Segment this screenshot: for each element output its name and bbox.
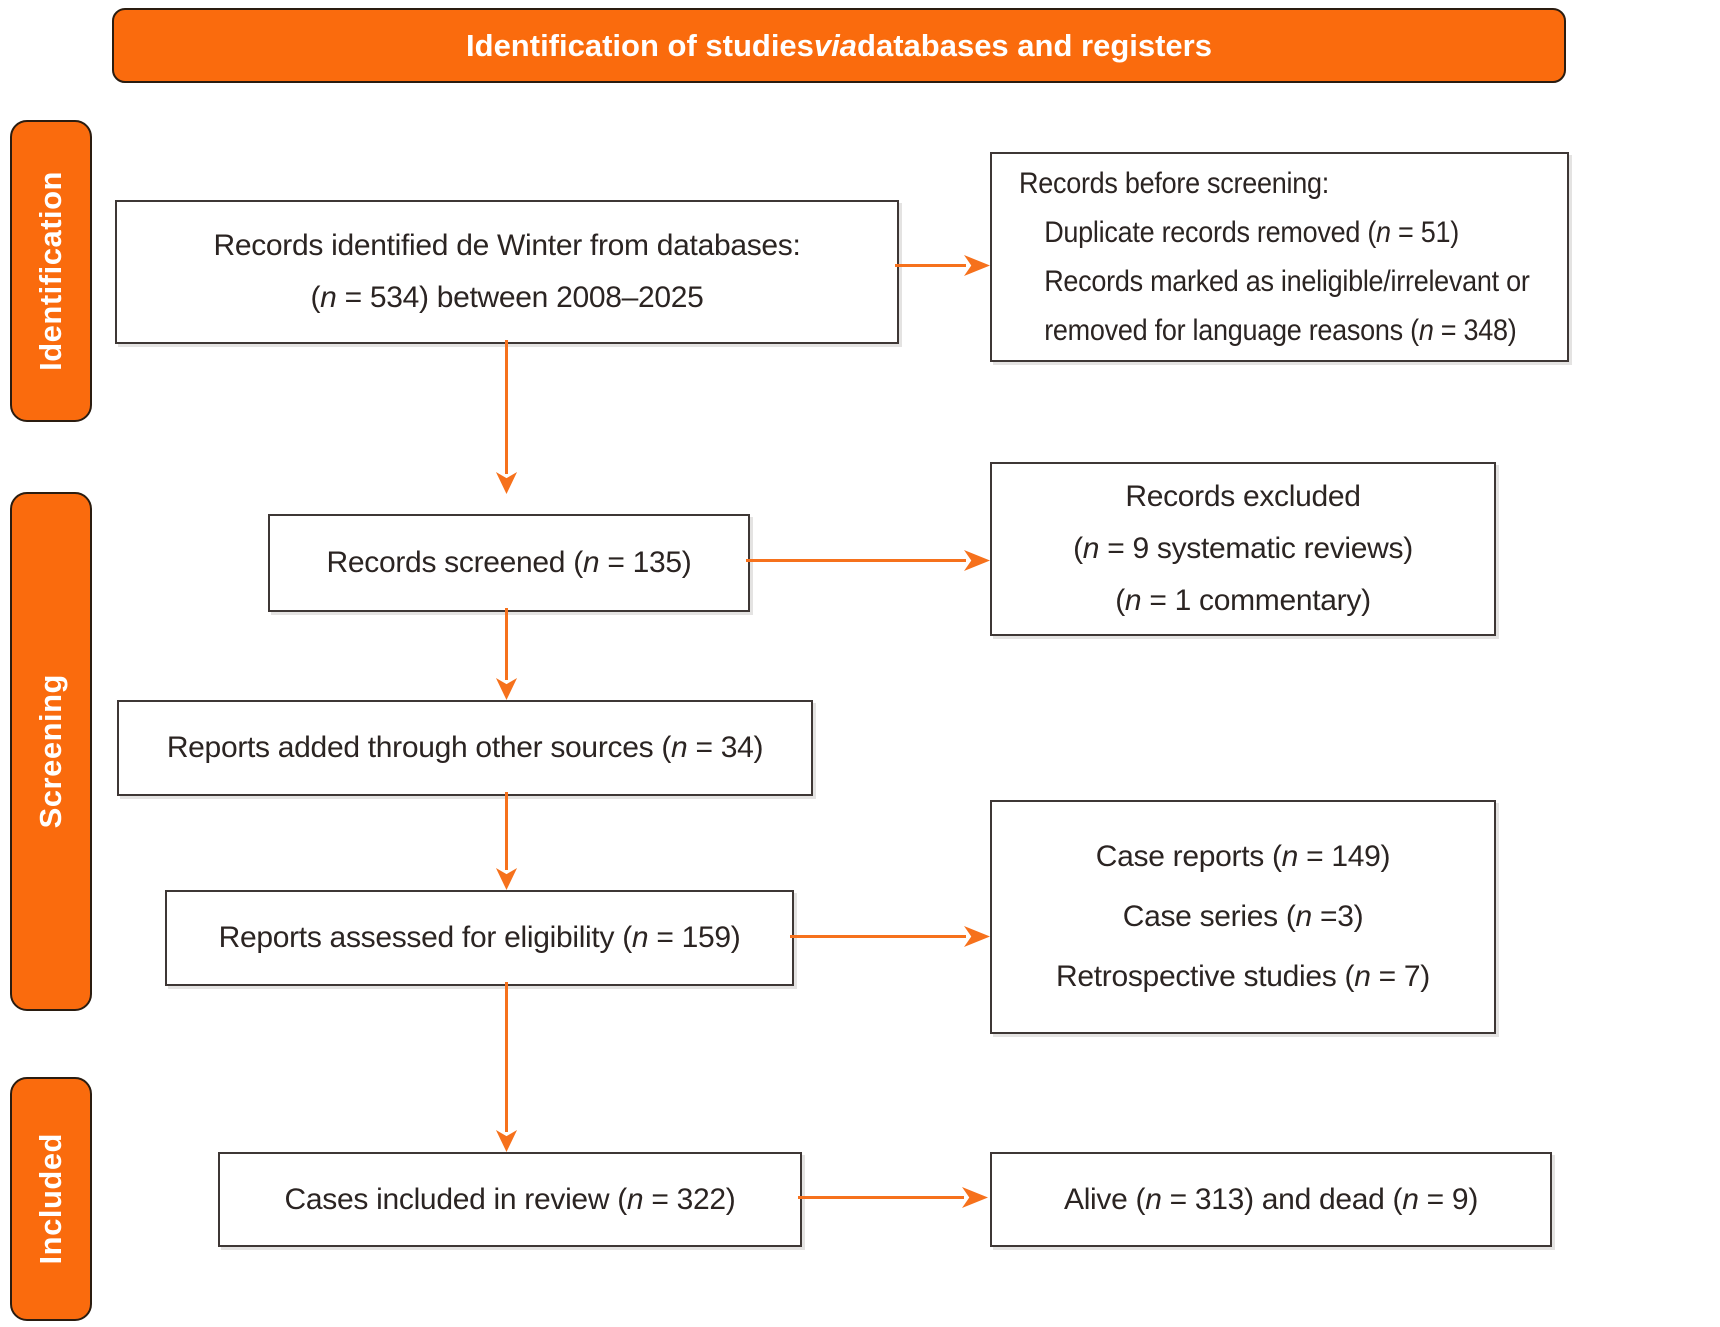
records-excluded-line-3: (n = 1 commentary) (1115, 584, 1371, 617)
banner-title-post: databases and registers (857, 27, 1212, 63)
excluded-types-line-2: Case series (n =3) (1122, 900, 1364, 933)
stage-label-identification: Identification (10, 120, 92, 422)
before-screening-line-3: Records marked as ineligible/irrelevant … (1044, 265, 1530, 298)
box-cases-included: Cases included in review (n = 322) (218, 1152, 802, 1247)
banner-title-pre: Identification of studies (466, 27, 814, 63)
box-records-before-screening: Records before screening: Duplicate reco… (990, 152, 1569, 362)
records-excluded-line-2: (n = 9 systematic reviews) (1073, 532, 1413, 565)
records-screened-line: Records screened (n = 135) (326, 546, 692, 579)
arrow-screened-to-other-sources (505, 608, 508, 680)
before-screening-line-2: Duplicate records removed (n = 51) (1044, 216, 1459, 249)
arrow-included-to-outcome (798, 1196, 964, 1199)
stage-label-screening-text: Screening (33, 674, 68, 829)
arrow-identified-to-before-screening (895, 264, 966, 267)
records-identified-line-2: (n = 534) between 2008–2025 (310, 281, 704, 314)
box-records-excluded: Records excluded (n = 9 systematic revie… (990, 462, 1496, 636)
before-screening-line-4: removed for language reasons (n = 348) (1044, 314, 1517, 347)
banner-title: Identification of studies via databases … (112, 8, 1566, 83)
stage-label-included-text: Included (33, 1133, 68, 1265)
arrow-other-sources-to-assessed (505, 792, 508, 870)
other-sources-line: Reports added through other sources (n =… (166, 731, 764, 764)
arrow-assessed-to-excluded-types (790, 935, 966, 938)
box-reports-other-sources: Reports added through other sources (n =… (117, 700, 813, 796)
box-outcome-alive-dead: Alive (n = 313) and dead (n = 9) (990, 1152, 1552, 1247)
stage-label-screening: Screening (10, 492, 92, 1011)
banner-title-via: via (813, 27, 858, 63)
excluded-types-line-3: Retrospective studies (n = 7) (1056, 960, 1430, 993)
box-records-screened: Records screened (n = 135) (268, 514, 750, 612)
arrow-assessed-to-included (505, 982, 508, 1132)
arrow-screened-to-excluded (746, 559, 966, 562)
stage-label-identification-text: Identification (33, 171, 68, 371)
outcome-line: Alive (n = 313) and dead (n = 9) (1063, 1182, 1479, 1216)
before-screening-line-1: Records before screening: (1019, 167, 1329, 200)
arrow-identified-to-screened (505, 340, 508, 474)
records-identified-line-1: Records identified de Winter from databa… (213, 229, 801, 262)
reports-assessed-line: Reports assessed for eligibility (n = 15… (218, 921, 741, 954)
stage-label-included: Included (10, 1077, 92, 1321)
excluded-types-line-1: Case reports (n = 149) (1095, 840, 1391, 873)
cases-included-line: Cases included in review (n = 322) (284, 1182, 736, 1216)
box-records-identified: Records identified de Winter from databa… (115, 200, 899, 344)
box-excluded-study-types: Case reports (n = 149) Case series (n =3… (990, 800, 1496, 1034)
records-excluded-line-1: Records excluded (1125, 480, 1361, 513)
box-reports-assessed: Reports assessed for eligibility (n = 15… (165, 890, 794, 986)
